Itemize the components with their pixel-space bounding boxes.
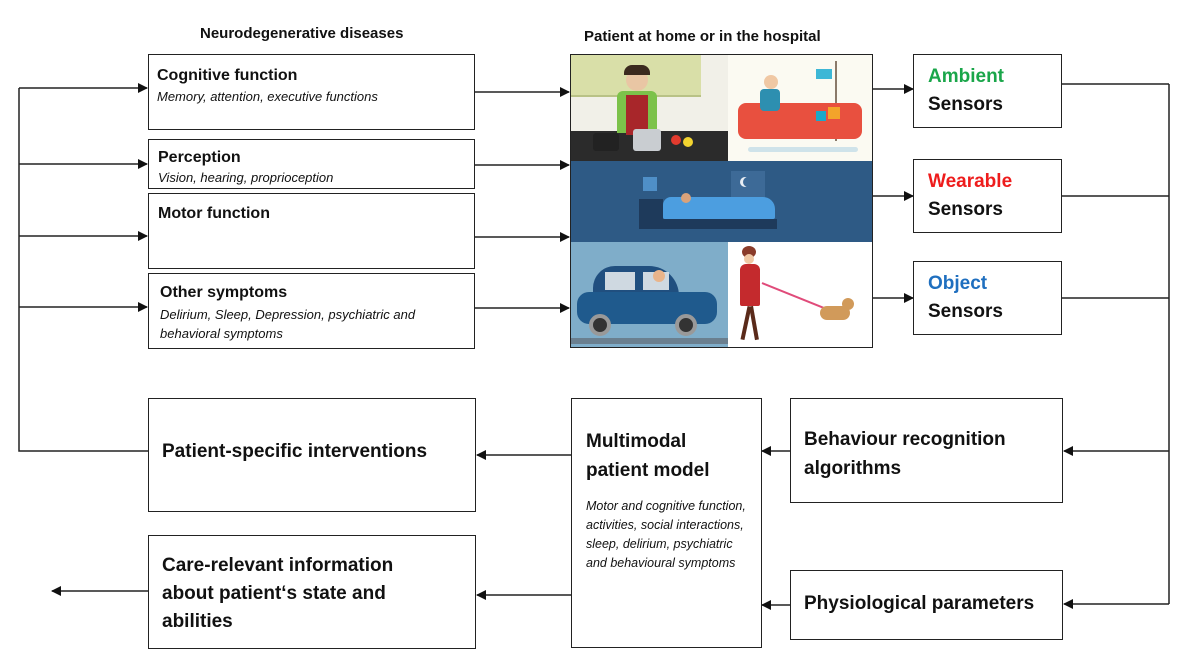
symptom-subtitle: Vision, hearing, proprioception [158,170,334,185]
sensor-object: Object Sensors [913,261,1062,335]
scene-walking-dog [728,242,872,347]
sensor-wearable: Wearable Sensors [913,159,1062,233]
symptom-subtitle: Memory, attention, executive functions [157,89,378,104]
sensor-label: Sensors [928,301,1003,322]
header-patient: Patient at home or in the hospital [584,28,821,45]
model-title: Multimodal patient model [586,431,710,481]
behaviour-recognition-box: Behaviour recognition algorithms [790,398,1063,503]
sensor-type: Ambient [928,66,1004,87]
sensor-label: Sensors [928,94,1003,115]
sensor-label: Sensors [928,199,1003,220]
behaviour-label: Behaviour recognition algorithms [804,429,1006,479]
interventions-label: Patient-specific interventions [162,441,428,462]
sensor-type: Wearable [928,171,1013,192]
feedback-line [18,88,148,452]
symptom-other: Other symptoms Delirium, Sleep, Depressi… [148,273,475,349]
scene-reading [728,55,872,161]
physiological-label: Physiological parameters [804,593,1035,614]
symptom-title: Cognitive function [157,67,298,84]
symptom-cognitive: Cognitive function Memory, attention, ex… [148,54,475,130]
symptom-title: Motor function [158,205,270,222]
interventions-box: Patient-specific interventions [148,398,476,512]
patient-model-box: Multimodal patient model Motor and cogni… [571,398,762,648]
patient-scenes-collage [570,54,873,348]
care-info-label: Care-relevant information about patient‘… [162,555,394,632]
scene-cooking [571,55,728,161]
model-description: Motor and cognitive function, activities… [586,499,746,570]
symptom-motor: Motor function [148,193,475,269]
care-info-box: Care-relevant information about patient‘… [148,535,476,649]
sensor-type: Object [928,273,988,294]
sensor-ambient: Ambient Sensors [913,54,1062,128]
symptom-perception: Perception Vision, hearing, propriocepti… [148,139,475,189]
symptom-title: Perception [158,149,241,166]
header-diseases: Neurodegenerative diseases [200,25,404,42]
symptom-title: Other symptoms [160,284,288,301]
scene-sleeping [571,161,872,242]
symptom-subtitle: Delirium, Sleep, Depression, psychiatric… [160,307,416,341]
scene-driving [571,242,728,347]
physiological-box: Physiological parameters [790,570,1063,640]
